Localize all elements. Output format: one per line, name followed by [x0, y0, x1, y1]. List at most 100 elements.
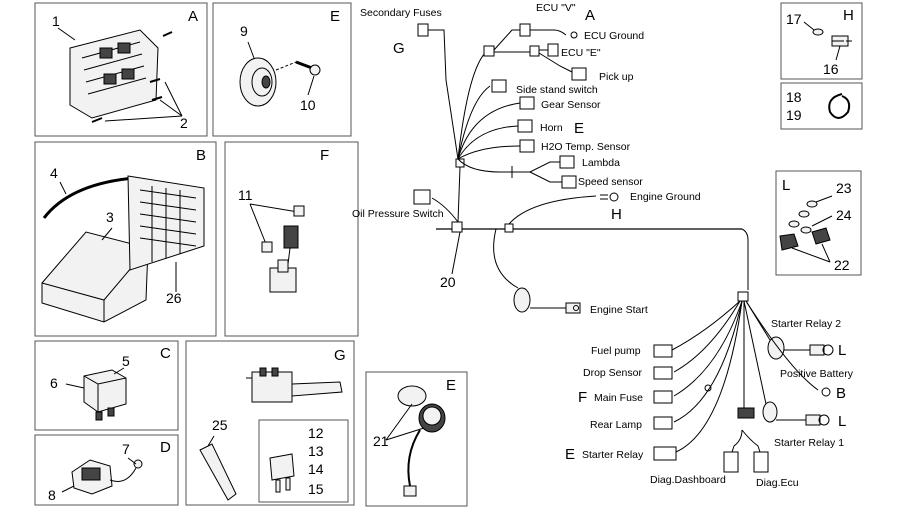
- svg-text:B: B: [196, 147, 206, 164]
- screw-icon: [91, 31, 183, 123]
- label-main-fuse-ref: F: [578, 389, 587, 406]
- svg-text:19: 19: [786, 107, 802, 123]
- svg-text:L: L: [782, 177, 790, 194]
- label-diag-ecu: Diag.Ecu: [756, 477, 799, 489]
- panel-h: H 17 16: [780, 2, 863, 80]
- label-secondary-fuses: Secondary Fuses: [360, 7, 442, 19]
- svg-text:3: 3: [106, 209, 114, 225]
- svg-text:1: 1: [52, 13, 60, 29]
- svg-text:E: E: [330, 8, 340, 25]
- terminal-icon: [779, 195, 833, 263]
- svg-text:D: D: [160, 439, 171, 456]
- svg-text:4: 4: [50, 165, 58, 181]
- relay-icon: [65, 367, 127, 421]
- label-ecu-e: ECU "E": [561, 47, 601, 59]
- start-button-icon: [385, 385, 446, 497]
- label-side-stand: Side stand switch: [516, 84, 598, 96]
- panel-d: D 7 8: [34, 434, 179, 506]
- label-speed-sensor: Speed sensor: [578, 176, 643, 188]
- horn-icon: [239, 41, 277, 107]
- label-engine-ground: Engine Ground: [630, 191, 701, 203]
- label-horn-ref: E: [574, 120, 584, 137]
- label-starter-relay-2: Starter Relay 2: [771, 318, 841, 330]
- washer-icon: [803, 21, 824, 36]
- label-h2o: H2O Temp. Sensor: [541, 141, 631, 153]
- svg-text:17: 17: [786, 11, 802, 27]
- label-diag-dashboard: Diag.Dashboard: [650, 474, 726, 486]
- svg-text:21: 21: [373, 433, 389, 449]
- svg-text:25: 25: [212, 417, 228, 433]
- label-engine-start: Engine Start: [590, 304, 648, 316]
- label-ecu-v: ECU "V": [536, 2, 576, 14]
- svg-text:G: G: [334, 347, 346, 364]
- svg-text:13: 13: [308, 443, 324, 459]
- bolt-icon: [831, 35, 852, 61]
- svg-text:22: 22: [834, 257, 850, 273]
- panel-c: C 5 6: [34, 340, 179, 431]
- panel-clip: 18 19: [780, 82, 863, 130]
- label-engine-ground-ref: H: [611, 206, 622, 223]
- blade-fuse-icon: [269, 453, 295, 493]
- svg-text:15: 15: [308, 481, 324, 497]
- panel-e-horn: E 9 10: [212, 2, 352, 137]
- svg-text:11: 11: [238, 187, 253, 203]
- label-starter-relay-1-ref: L: [838, 413, 846, 430]
- svg-text:23: 23: [836, 180, 852, 196]
- label-rear-lamp: Rear Lamp: [590, 419, 642, 431]
- label-positive-battery: Positive Battery: [780, 368, 854, 380]
- label-ecu-v-ref: A: [585, 7, 595, 24]
- label-positive-battery-ref: B: [836, 385, 846, 402]
- panel-a: A 1 2: [34, 2, 208, 137]
- label-harness-number: 20: [440, 274, 456, 290]
- sensor-icon: [61, 457, 143, 495]
- battery-icon: [41, 227, 149, 323]
- panel-e-start: E 21: [365, 371, 468, 507]
- panel-g: G 25 12 13 14 15: [185, 340, 355, 506]
- label-starter-relay-1: Starter Relay 1: [774, 437, 844, 449]
- svg-text:H: H: [843, 7, 854, 24]
- label-lambda: Lambda: [582, 157, 620, 169]
- wiring-harness: [413, 23, 834, 473]
- battery-cover-icon: [127, 175, 205, 292]
- label-main-fuse: Main Fuse: [594, 392, 643, 404]
- panel-l: L 23 24 22: [775, 170, 862, 276]
- svg-text:24: 24: [836, 207, 852, 223]
- label-drop-sensor: Drop Sensor: [583, 367, 642, 379]
- svg-text:16: 16: [823, 61, 839, 77]
- label-fuel-pump: Fuel pump: [591, 345, 641, 357]
- svg-text:10: 10: [300, 97, 316, 113]
- label-oil-pressure: Oil Pressure Switch: [352, 208, 444, 220]
- svg-text:14: 14: [308, 461, 324, 477]
- label-starter-relay-ref: E: [565, 446, 575, 463]
- svg-text:26: 26: [166, 290, 182, 306]
- harness-labels: Secondary Fuses G ECU "V" A ECU Ground E…: [352, 2, 854, 489]
- svg-text:7: 7: [122, 441, 130, 457]
- label-horn: Horn: [540, 122, 563, 134]
- svg-text:F: F: [320, 147, 329, 164]
- label-starter-relay: Starter Relay: [582, 449, 644, 461]
- svg-text:C: C: [160, 345, 171, 362]
- cable-clip-icon: [828, 93, 851, 119]
- cable-icon: [42, 176, 135, 219]
- ecu-unit-icon: [57, 27, 159, 119]
- svg-text:18: 18: [786, 89, 802, 105]
- panel-b: B 4 3 26: [34, 141, 217, 337]
- fuse-holder-icon: [249, 203, 305, 293]
- label-ecu-ground: ECU Ground: [584, 30, 644, 42]
- svg-text:2: 2: [180, 115, 188, 131]
- label-secondary-fuses-ref: G: [393, 40, 405, 57]
- svg-text:9: 9: [240, 23, 248, 39]
- label-starter-relay-2-ref: L: [838, 342, 846, 359]
- svg-text:E: E: [446, 377, 456, 394]
- svg-text:12: 12: [308, 425, 324, 441]
- label-gear-sensor: Gear Sensor: [541, 99, 601, 111]
- svg-text:8: 8: [48, 487, 56, 503]
- panel-f: F 11: [224, 141, 359, 337]
- fuse-box-icon: [246, 367, 343, 403]
- fuse-puller-icon: [199, 435, 237, 501]
- svg-text:A: A: [188, 8, 198, 25]
- bolt-icon: [275, 60, 321, 96]
- svg-text:5: 5: [122, 353, 130, 369]
- label-pick-up: Pick up: [599, 71, 634, 83]
